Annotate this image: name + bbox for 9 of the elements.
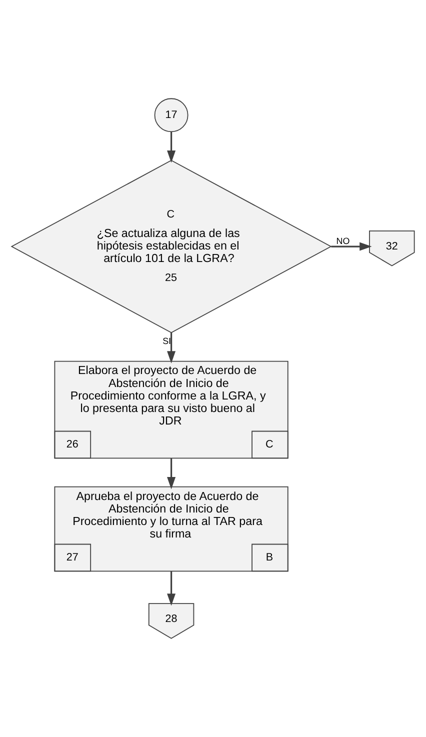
arrow [167,571,176,606]
node-circle: 17 [154,98,188,132]
arrow [167,458,176,490]
node-diamond: C ¿Se actualiza alguna de las hipótesis establecidas en el artículo 101 de la LGRA? 25 [10,160,332,334]
arrow [167,332,176,364]
edge-label: SI [162,336,172,346]
edge-label: NO [336,236,350,246]
arrow [331,242,372,251]
arrow [167,132,176,163]
